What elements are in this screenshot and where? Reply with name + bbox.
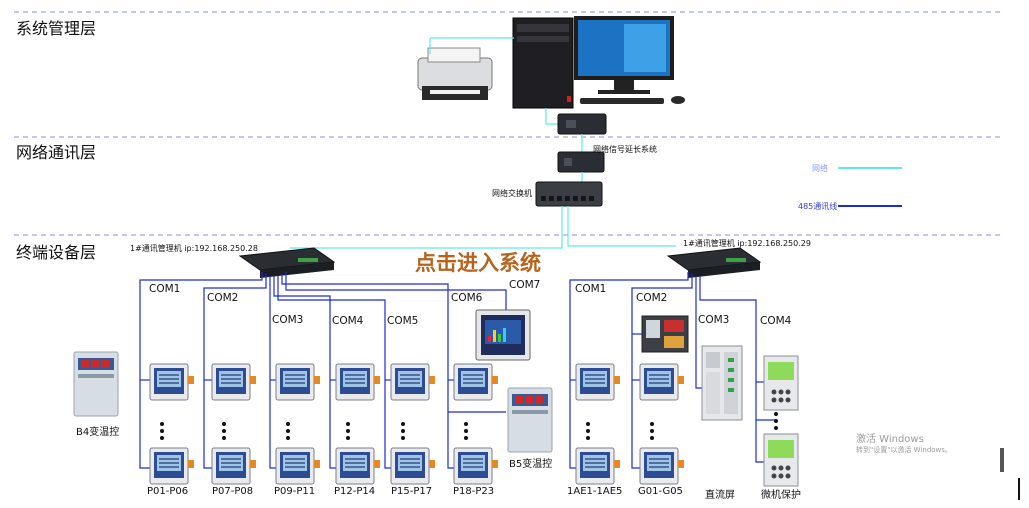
meter-1ae-bottom-icon — [575, 447, 621, 485]
switch-left-manager-link — [290, 206, 563, 249]
b5-temp-controller-icon — [507, 387, 553, 453]
meter-p07-bottom-icon — [211, 447, 257, 485]
meter-p07-top-icon — [211, 363, 257, 401]
group-label-1ae: 1AE1-1AE5 — [567, 486, 623, 497]
meter-p18-top-icon — [453, 363, 499, 401]
b4-label: B4变温控 — [76, 427, 120, 438]
windows-activation-hint: 转到"设置"以激活 Windows。 — [856, 446, 952, 454]
dots-p01 — [160, 422, 164, 440]
printer-icon — [417, 47, 493, 100]
meter-g01-bottom-icon — [639, 447, 685, 485]
dc-panel-cabinet-icon — [701, 345, 743, 421]
group-label-p18: P18-P23 — [453, 486, 495, 497]
extender-label: 网络信号延长系统 — [593, 145, 657, 154]
layer-title-system: 系统管理层 — [16, 19, 97, 38]
manager-right-label: 1#通讯管理机 ip:192.168.250.29 — [683, 239, 811, 248]
signal-extender-bottom-icon — [557, 151, 605, 173]
layer-title-network: 网络通讯层 — [16, 143, 97, 162]
monitor-icon — [574, 16, 674, 94]
edge-thumb — [1000, 448, 1004, 472]
group-label-p07: P07-P08 — [212, 486, 254, 497]
layer-title-terminal: 终端设备层 — [16, 243, 97, 262]
pc-extender-link — [545, 108, 562, 125]
left-com4: COM4 — [332, 315, 364, 327]
left-485-bus — [139, 272, 507, 469]
right-com1: COM1 — [575, 283, 607, 295]
dots-p18 — [464, 422, 468, 440]
dc-panel-label: 直流屏 — [705, 490, 735, 501]
legend-network-label: 网络 — [812, 164, 828, 173]
switch-right-manager-link — [567, 206, 676, 247]
keyboard-icon — [580, 98, 664, 104]
micro-protection-bottom-icon — [763, 433, 799, 487]
right-com4: COM4 — [760, 315, 792, 327]
right-485-bus — [569, 272, 776, 469]
comm-manager-left-icon — [238, 247, 336, 278]
manager-left-label: 1#通讯管理机 ip:192.168.250.28 — [130, 244, 258, 253]
b5-label: B5变温控 — [509, 459, 553, 470]
mouse-icon — [671, 96, 685, 104]
desktop-tower-icon — [512, 17, 574, 109]
right-com3: COM3 — [698, 314, 730, 326]
comm-manager-right-icon — [666, 247, 762, 278]
group-label-p12: P12-P14 — [334, 486, 376, 497]
dots-p15 — [401, 422, 405, 440]
dots-p09 — [286, 422, 290, 440]
com7-meter-icon — [475, 309, 531, 361]
text-cursor — [1018, 478, 1020, 500]
b4-temp-controller-icon — [73, 351, 119, 417]
dots-p07 — [222, 422, 226, 440]
group-label-g01: G01-G05 — [638, 486, 683, 497]
meter-p09-bottom-icon — [275, 447, 321, 485]
meter-p09-top-icon — [275, 363, 321, 401]
left-com3: COM3 — [272, 314, 304, 326]
meter-1ae-top-icon — [575, 363, 621, 401]
signal-extender-top-icon — [557, 113, 607, 135]
meter-p18-bottom-icon — [453, 447, 499, 485]
dots-p12 — [346, 422, 350, 440]
left-com5: COM5 — [387, 315, 419, 327]
left-com2: COM2 — [207, 292, 239, 304]
meter-g01-top-icon — [639, 363, 685, 401]
meter-p01-bottom-icon — [149, 447, 195, 485]
meter-p12-bottom-icon — [335, 447, 381, 485]
left-com7: COM7 — [509, 279, 541, 291]
left-com6: COM6 — [451, 292, 483, 304]
enter-system-link[interactable]: 点击进入系统 — [415, 251, 541, 275]
group-label-p15: P15-P17 — [391, 486, 433, 497]
meter-p12-top-icon — [335, 363, 381, 401]
dots-g01 — [650, 422, 654, 440]
switch-label: 网络交换机 — [492, 189, 532, 198]
left-com1: COM1 — [149, 283, 181, 295]
meter-p15-bottom-icon — [390, 447, 436, 485]
meter-p15-top-icon — [390, 363, 436, 401]
windows-activation-title: 激活 Windows — [856, 434, 924, 445]
dots-protection — [774, 412, 778, 430]
network-switch-icon — [535, 181, 603, 207]
protection-relay-icon — [641, 315, 689, 353]
right-com2: COM2 — [636, 292, 668, 304]
legend-485-label: 485通讯线 — [798, 202, 838, 211]
dots-1ae — [586, 422, 590, 440]
micro-protection-top-icon — [763, 355, 799, 411]
protection-label: 微机保护 — [761, 490, 801, 501]
group-label-p01: P01-P06 — [147, 486, 189, 497]
meter-p01-top-icon — [149, 363, 195, 401]
group-label-p09: P09-P11 — [274, 486, 316, 497]
